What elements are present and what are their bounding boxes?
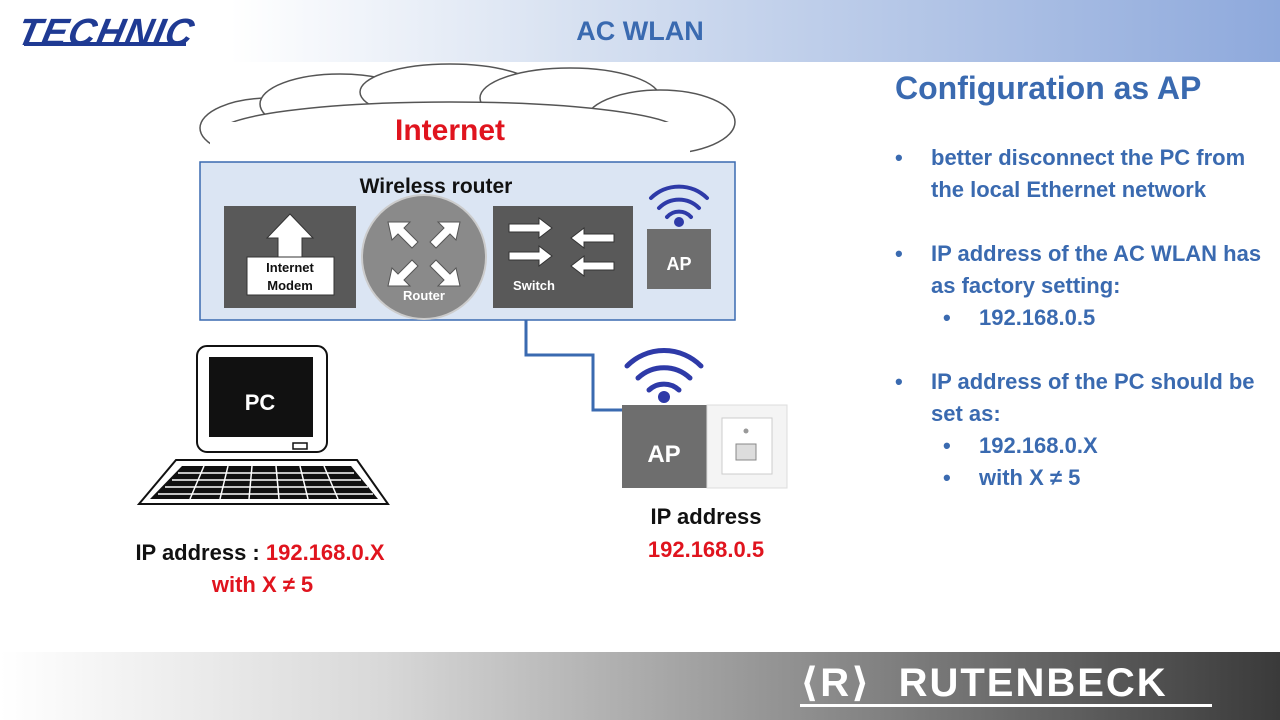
pc-ip-condition: with X ≠ 5 [211,572,314,597]
internet-cloud [199,63,736,163]
pc-screen-label: PC [245,390,276,415]
footer-bar [0,652,1280,720]
ap-wifi-dot [658,391,670,403]
ap-ip-label: IP address [650,504,762,529]
modem-label-line1: Internet [266,260,314,275]
bullet-item: better disconnect the PC from the local … [895,142,1265,206]
bullet-text: IP address of the AC WLAN has as factory… [931,241,1262,298]
wireless-router-title: Wireless router [360,175,513,198]
switch-label: Switch [513,278,555,293]
pc-icon [136,345,390,505]
switch-arrows-icon [508,216,615,278]
brand-name: RUTENBECK [898,661,1168,705]
router-wifi-dot [674,217,684,227]
logo-underline [24,42,186,46]
bullet-text: better disconnect the PC from the local … [931,145,1246,202]
router-ap-label: AP [666,254,691,274]
brand-underline [800,704,1212,707]
modem-label-box [246,256,335,296]
pc-ip-value: 192.168.0.X [265,540,385,565]
bullet-item: IP address of the PC should be set as: 1… [895,366,1265,494]
ac-wlan-ap-label: AP [647,441,680,468]
modem-label-line2: Modem [267,278,313,293]
sub-bullets: 192.168.0.X with X ≠ 5 [931,430,1265,494]
network-diagram: Internet Wireless router Internet Modem … [136,63,788,505]
header-bar [0,0,1280,62]
socket-led [743,428,749,434]
router-arrows-icon [387,221,461,287]
ethernet-port-icon [735,443,757,461]
brand-mark: R [820,661,852,705]
router-wifi-icon [649,184,709,219]
router-label: Router [403,288,445,303]
bullet-item: IP address of the AC WLAN has as factory… [895,238,1265,334]
rutenbeck-logo: ⟨R⟩ RUTENBECK [800,660,1168,706]
brand-mark-close: ⟩ [851,661,872,705]
bullet-text: IP address of the PC should be set as: [931,369,1255,426]
technic-logo: TECHNIC [13,12,199,54]
config-bullets: better disconnect the PC from the local … [895,142,1265,526]
page-title: AC WLAN [576,16,704,46]
ap-wifi-icon [624,348,704,393]
config-heading: Configuration as AP [895,70,1202,106]
sub-bullet-item: with X ≠ 5 [931,462,1265,494]
ap-ip-value: 192.168.0.5 [647,537,765,562]
router-ap-block [647,229,711,289]
ac-wlan-ap-block [622,405,707,488]
ethernet-cable [524,320,623,412]
sub-bullets: 192.168.0.5 [931,302,1265,334]
internet-label: Internet [395,114,505,147]
pc-ip-prefix: IP address : [135,540,266,565]
sub-bullet-item: 192.168.0.X [931,430,1265,462]
sub-bullet-item: 192.168.0.5 [931,302,1265,334]
brand-mark-open: ⟨ [800,661,821,705]
pc-ip-line: IP address : 192.168.0.X [110,540,410,566]
